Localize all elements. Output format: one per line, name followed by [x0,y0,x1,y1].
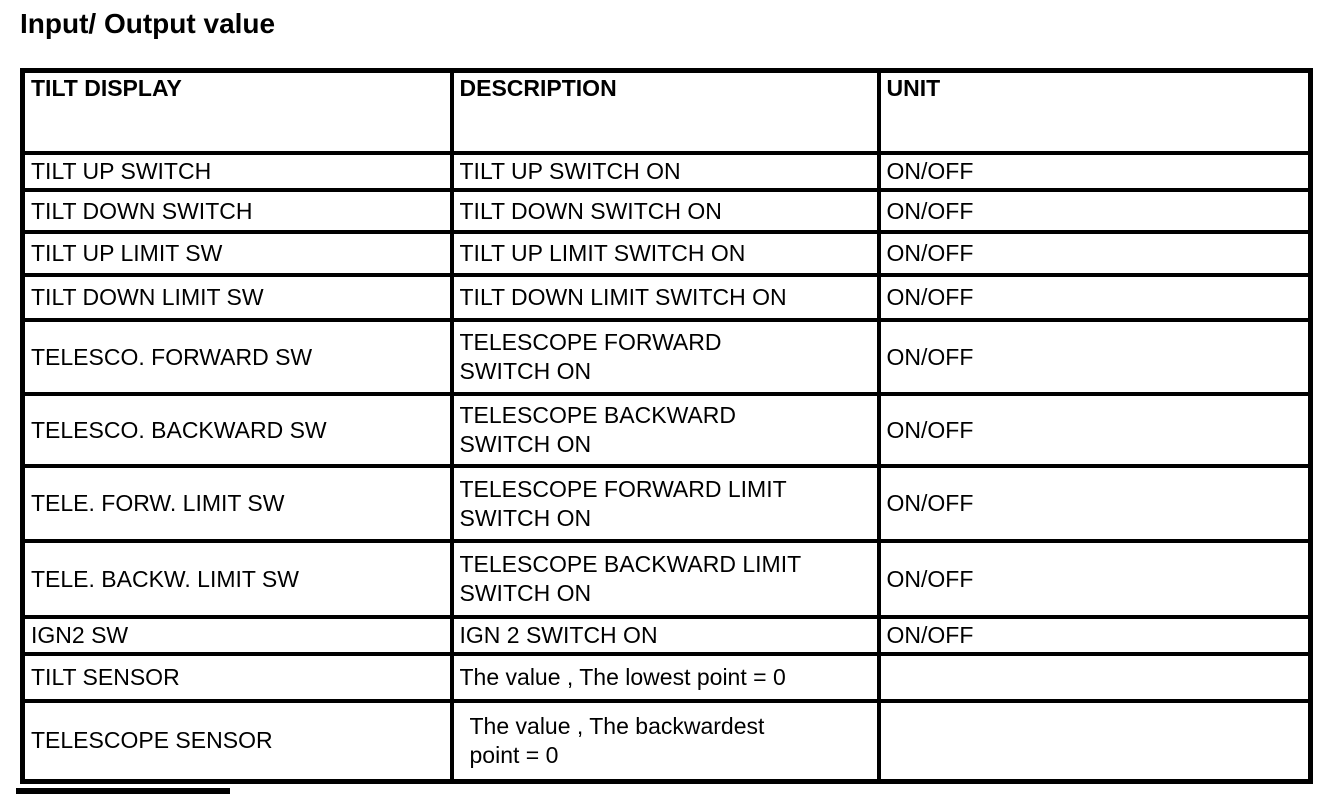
tilt-display-cell: TELE. FORW. LIMIT SW [20,464,454,543]
unit-cell: ON/OFF [876,392,1313,468]
tilt-display-cell: TELESCOPE SENSOR [20,699,454,783]
description-cell: TILT UP LIMIT SWITCH ON [449,230,881,277]
unit-cell: ON/OFF [876,188,1313,234]
table-row: TILT DOWN LIMIT SW TILT DOWN LIMIT SWITC… [20,273,1313,322]
table-row: TILT DOWN SWITCH TILT DOWN SWITCH ON ON/… [20,188,1313,234]
unit-cell: ON/OFF [876,615,1313,656]
unit-cell: ON/OFF [876,273,1313,322]
tilt-display-cell: TELESCO. FORWARD SW [20,318,454,396]
unit-cell: ON/OFF [876,318,1313,396]
table-row: TELESCO. FORWARD SW TELESCOPE FORWARD SW… [20,318,1313,396]
unit-cell [876,699,1313,783]
tilt-display-cell: TELESCO. BACKWARD SW [20,392,454,468]
table-row: TILT UP LIMIT SW TILT UP LIMIT SWITCH ON… [20,230,1313,277]
description-cell: TILT DOWN LIMIT SWITCH ON [449,273,881,322]
description-cell: IGN 2 SWITCH ON [449,615,881,656]
table-row: TELE. FORW. LIMIT SW TELESCOPE FORWARD L… [20,464,1313,543]
column-header-unit: UNIT [876,68,1313,155]
unit-cell: ON/OFF [876,151,1313,192]
table-row: TILT UP SWITCH TILT UP SWITCH ON ON/OFF [20,151,1313,192]
column-header-tilt-display: TILT DISPLAY [20,68,454,155]
description-cell: TILT DOWN SWITCH ON [449,188,881,234]
table-row: TELESCO. BACKWARD SW TELESCOPE BACKWARD … [20,392,1313,468]
description-cell: TELESCOPE BACKWARD SWITCH ON [449,392,881,468]
page-title: Input/ Output value [20,8,276,39]
tilt-display-cell: TILT UP LIMIT SW [20,230,454,277]
tilt-display-cell: TELE. BACKW. LIMIT SW [20,539,454,619]
tilt-display-cell: TILT DOWN SWITCH [20,188,454,234]
tilt-display-cell: TILT DOWN LIMIT SW [20,273,454,322]
unit-cell [876,652,1313,703]
description-cell: TELESCOPE BACKWARD LIMIT SWITCH ON [449,539,881,619]
description-cell: TELESCOPE FORWARD LIMIT SWITCH ON [449,464,881,543]
unit-cell: ON/OFF [876,464,1313,543]
unit-cell: ON/OFF [876,539,1313,619]
table-row: IGN2 SW IGN 2 SWITCH ON ON/OFF [20,615,1313,656]
column-header-description: DESCRIPTION [449,68,881,155]
unit-cell: ON/OFF [876,230,1313,277]
tilt-display-cell: TILT UP SWITCH [20,151,454,192]
description-cell: TILT UP SWITCH ON [449,151,881,192]
io-value-table: TILT DISPLAY DESCRIPTION UNIT TILT UP SW… [20,68,1313,784]
scan-artifact-bar [16,788,230,794]
table-row: TELE. BACKW. LIMIT SW TELESCOPE BACKWARD… [20,539,1313,619]
table-row: TILT SENSOR The value , The lowest point… [20,652,1313,703]
description-cell: The value , The backwardest point = 0 [449,699,881,783]
table-header-row: TILT DISPLAY DESCRIPTION UNIT [20,68,1313,155]
tilt-display-cell: IGN2 SW [20,615,454,656]
table-row: TELESCOPE SENSOR The value , The backwar… [20,699,1313,783]
tilt-display-cell: TILT SENSOR [20,652,454,703]
description-cell: The value , The lowest point = 0 [449,652,881,703]
description-cell: TELESCOPE FORWARD SWITCH ON [449,318,881,396]
